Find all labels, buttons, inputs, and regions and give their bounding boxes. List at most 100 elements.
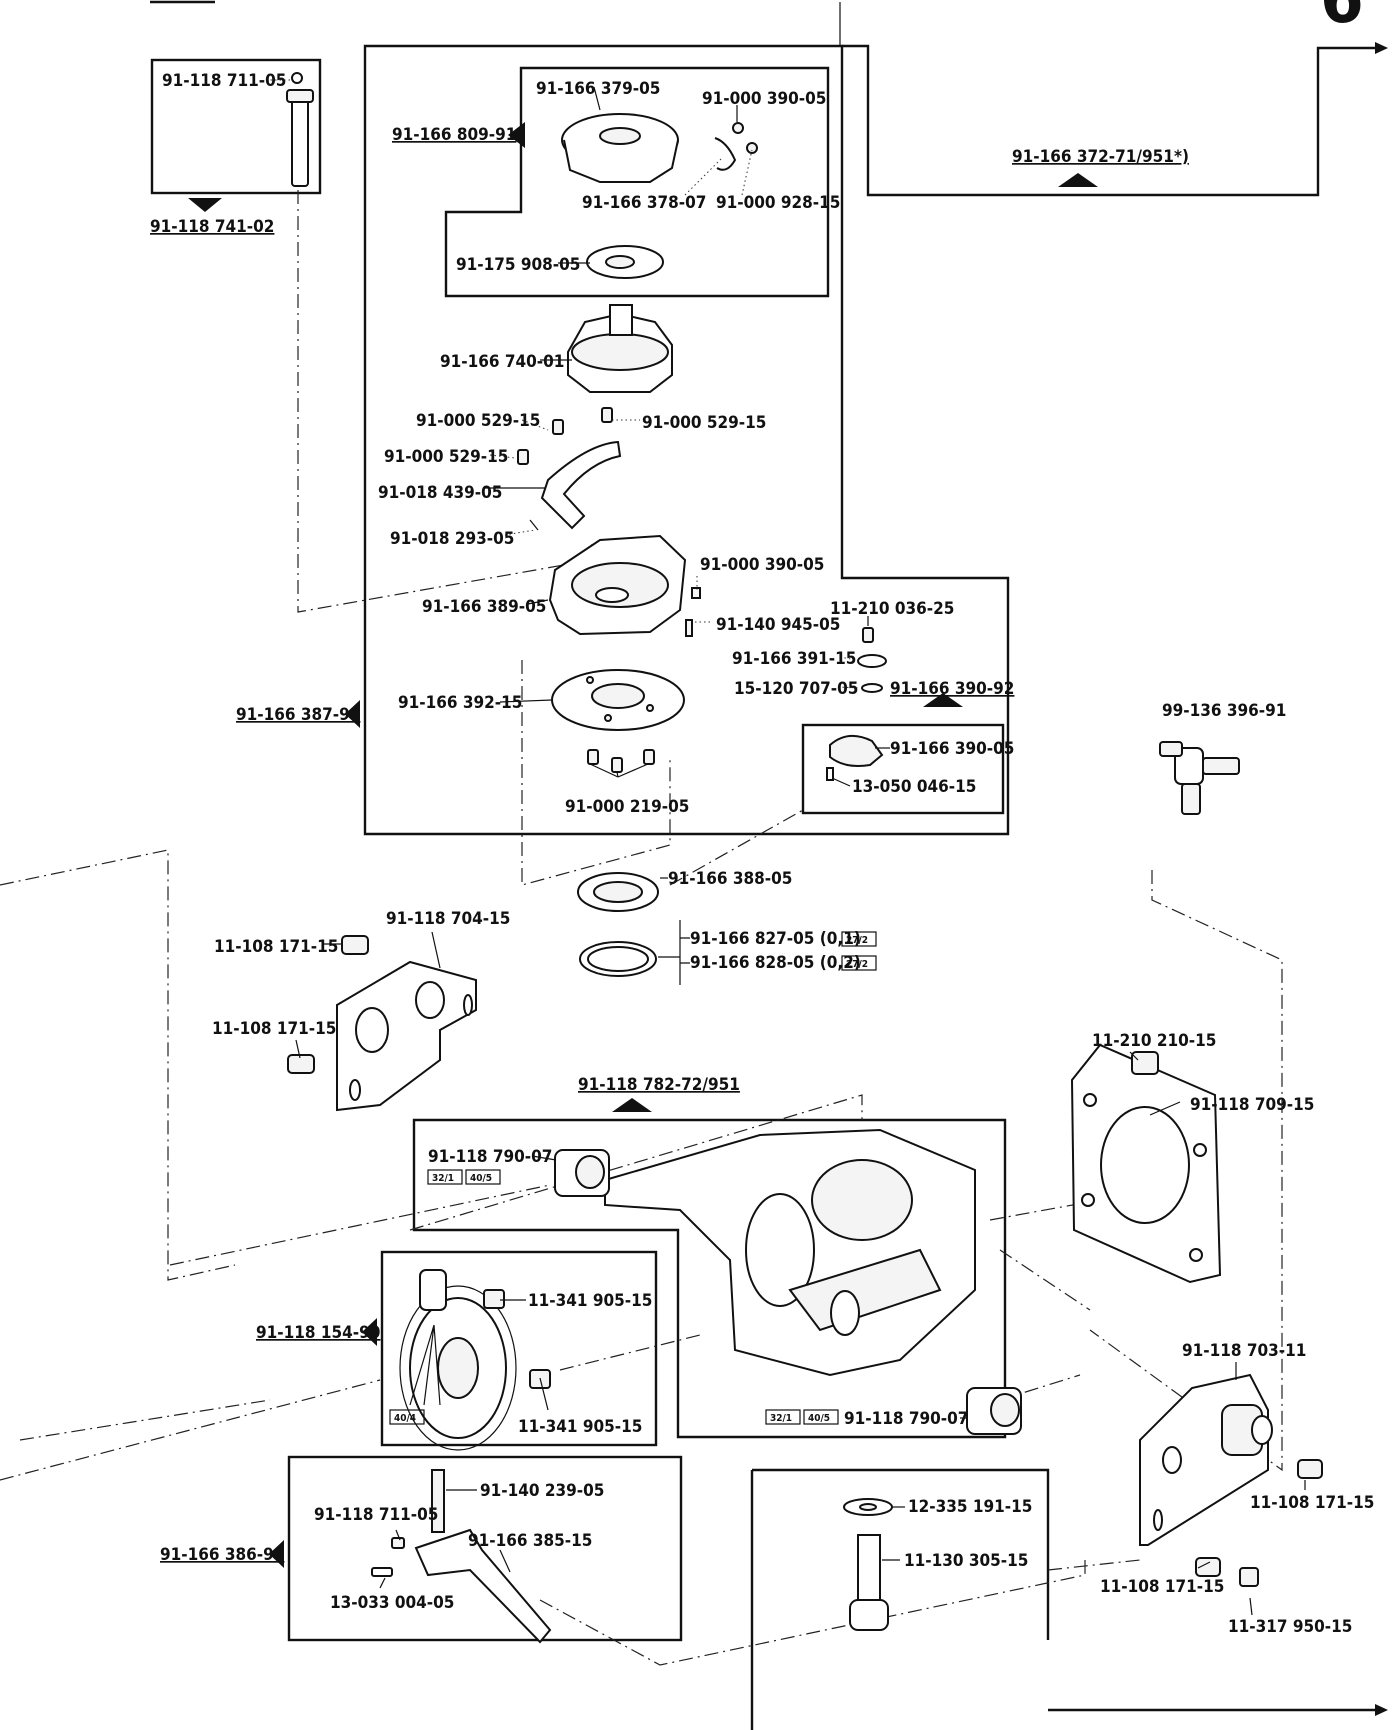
page-tag-box — [803, 1409, 839, 1425]
part-label: 91-166 828-05 (0,2) — [690, 953, 861, 973]
part-label: 12-335 191-15 — [908, 1497, 1032, 1517]
part-label: 91-018 293-05 — [390, 529, 514, 549]
socket-screw-icon — [843, 1498, 893, 1631]
gear-tag: 40/4 — [389, 1409, 425, 1425]
part-labels: 91-118 711-05 91-166 379-05 91-000 390-0… — [162, 71, 1374, 1637]
screw-small-icon-2 — [746, 142, 758, 154]
centre-lines — [0, 190, 1283, 1666]
part-label: 91-118 790-07 — [428, 1147, 552, 1167]
shaft-icon — [371, 1469, 552, 1644]
page-tag: 32/1 — [432, 1173, 454, 1184]
marker-down-needle — [188, 198, 222, 212]
screw-icon-e — [1195, 1557, 1221, 1577]
part-label: 91-166 379-05 — [536, 79, 660, 99]
part-label: 91-118 703-11 — [1182, 1341, 1306, 1361]
seal-label-row-1: 91-166 827-05 (0,1) 27/2 — [690, 929, 877, 949]
base-plate-icon — [551, 669, 685, 773]
bracket-group-label: 91-166 390-92 — [890, 679, 1014, 699]
reference-markers — [188, 122, 1098, 1568]
pipe-fitting-icon — [1159, 741, 1240, 815]
page-tag: 40/5 — [470, 1173, 492, 1184]
housing-body-icon — [554, 1128, 1022, 1435]
gear-assembly-box — [380, 1250, 658, 1447]
part-label: 91-000 529-15 — [642, 413, 766, 433]
assembly-labels: 91-118 741-02 91-166 372-71/951*) 91-166… — [150, 125, 1189, 1565]
bobbin-case-group-label: 91-166 809-91 — [392, 125, 516, 145]
spring-clip-icon — [714, 137, 737, 171]
shaft-centreline — [539, 1559, 1141, 1666]
page-tag: 27/2 — [846, 959, 868, 970]
ring-seals-icon — [577, 872, 659, 977]
bracket-lever-icon — [826, 734, 884, 781]
page-tag: 40/5 — [808, 1413, 830, 1424]
lower-left-centreline — [19, 1399, 271, 1441]
page-tag: 32/1 — [770, 1413, 792, 1424]
part-label: 91-166 389-05 — [422, 597, 546, 617]
marker-left-hook — [345, 700, 360, 728]
screw-icon-c — [1131, 1051, 1159, 1075]
part-label: 11-108 171-15 — [214, 937, 338, 957]
part-label: 91-118 711-05 — [162, 71, 286, 91]
bottom-arrow-right — [1375, 1704, 1388, 1716]
part-label: 91-166 388-05 — [668, 869, 792, 889]
needle-bar-centreline — [297, 190, 593, 613]
small-fasteners-icon — [857, 627, 887, 693]
marker-up-bracket — [923, 693, 963, 707]
part-label: 91-166 391-15 — [732, 649, 856, 669]
needle-bar-box — [150, 58, 322, 195]
part-label: 11-130 305-15 — [904, 1551, 1028, 1571]
page-corner-mark: 6 — [1320, 0, 1364, 39]
part-label: 91-140 239-05 — [480, 1481, 604, 1501]
part-label: 11-341 905-15 — [518, 1417, 642, 1437]
plate-centreline — [521, 660, 804, 886]
needle-bar-assembly-label: 91-118 741-02 — [150, 217, 274, 237]
left-mount-plate-icon — [287, 935, 477, 1112]
tiny-screw-icon — [691, 587, 701, 599]
part-label: 91-118 711-05 — [314, 1505, 438, 1525]
part-label: 91-175 908-05 — [456, 255, 580, 275]
part-label: 11-210 036-25 — [830, 599, 954, 619]
part-label: 91-166 392-15 — [398, 693, 522, 713]
marker-left-gear — [362, 1318, 377, 1346]
left-plate-centreline — [0, 849, 236, 1281]
bushing-label-top: 91-118 790-07 32/1 40/5 — [427, 1147, 552, 1185]
bracket-box — [801, 723, 1005, 815]
part-label: 91-166 385-15 — [468, 1531, 592, 1551]
leader-lines — [266, 79, 1306, 1616]
marker-up-housing — [612, 1098, 652, 1112]
housing-complete-label: 91-118 782-72/951 — [578, 1075, 740, 1095]
screw-icon-b — [287, 1054, 315, 1074]
shaft-assembly-box — [287, 1455, 683, 1642]
hook-assembly-label: 91-166 387-91 — [236, 705, 360, 725]
set-screw-icon-f — [1239, 1567, 1259, 1587]
seal-label-row-2: 91-166 828-05 (0,2) 27/2 — [690, 953, 877, 973]
part-label: 91-018 439-05 — [378, 483, 502, 503]
part-label: 11-108 171-15 — [1100, 1577, 1224, 1597]
screw-icon-a — [341, 935, 369, 955]
gear-centreline — [0, 1334, 701, 1481]
part-label: 13-033 004-05 — [330, 1593, 454, 1613]
part-label: 91-166 827-05 (0,1) — [690, 929, 861, 949]
part-label: 91-000 928-15 — [716, 193, 840, 213]
needle-bar-icon — [286, 72, 314, 187]
screw-small-icon — [732, 122, 744, 134]
part-label: 11-108 171-15 — [212, 1019, 336, 1039]
marker-up-shuttle — [1058, 173, 1098, 187]
page-tag: 27/2 — [846, 935, 868, 946]
hook-body-icon — [567, 304, 673, 393]
page-tag-box — [765, 1409, 801, 1425]
page-tag-box — [427, 1169, 463, 1185]
page-tag-box — [841, 955, 877, 971]
bobbin-case-icon — [561, 113, 758, 183]
bobbin-case-subbox — [444, 66, 830, 298]
part-label: 91-000 390-05 — [700, 555, 824, 575]
part-label: 91-118 704-15 — [386, 909, 510, 929]
part-label: 91-140 945-05 — [716, 615, 840, 635]
part-label: 91-118 709-15 — [1190, 1095, 1314, 1115]
part-label: 11-108 171-15 — [1250, 1493, 1374, 1513]
bushing-label-bottom: 32/1 40/5 91-118 790-07 — [765, 1409, 968, 1429]
hook-ring-icon — [548, 534, 701, 637]
shuttle-complete-label: 91-166 372-71/951*) — [1012, 147, 1189, 167]
pin-icon — [685, 619, 693, 637]
retainer-ring-icon — [529, 440, 622, 531]
